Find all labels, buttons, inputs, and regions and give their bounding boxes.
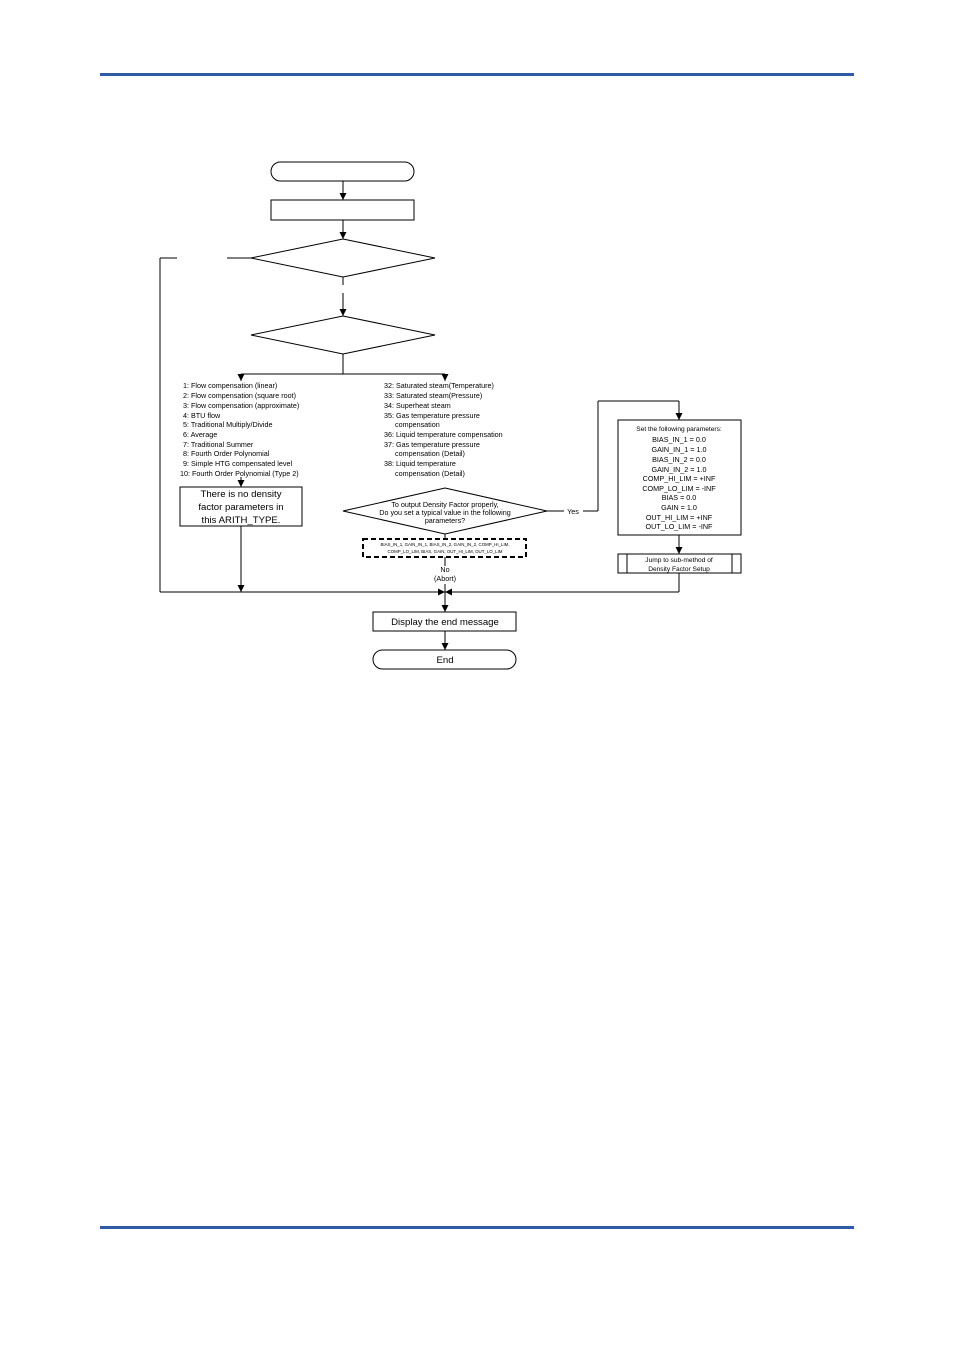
left-group-item: 3: Flow compensation (approximate) — [183, 401, 299, 410]
header-rule — [100, 73, 854, 76]
set-param-line: COMP_LO_LIM = -INF — [642, 484, 716, 493]
no-density-box — [179, 486, 303, 527]
jump-line: Density Factor Setup — [648, 566, 710, 573]
left-group-item: 5: Traditional Multiply/Divide — [183, 420, 272, 429]
no-density-line: this ARITH_TYPE. — [202, 515, 281, 526]
no-density-text: There is no density factor parameters in… — [198, 489, 283, 526]
param-list-line: BIAS_IN_1, GAIN_IN_1, BIAS_IN_2, GAIN_IN… — [380, 542, 509, 547]
param-list-line: COMP_LO_LIM, BIAS, GAIN, OUT_HI_LIM, OUT… — [388, 549, 503, 554]
right-group-item: 33: Saturated steam(Pressure) — [384, 391, 482, 400]
yes-label: Yes — [567, 507, 579, 516]
right-group-item: 38: Liquid temperature — [384, 459, 456, 468]
set-params-text: Set the following parameters: BIAS_IN_1 … — [636, 426, 722, 531]
question-text: To output Density Factor properly, Do yo… — [379, 500, 510, 525]
right-group-list: 32: Saturated steam(Temperature) 33: Sat… — [384, 381, 503, 478]
set-param-line: BIAS = 0.0 — [662, 493, 697, 502]
right-group-item: 37: Gas temperature pressure — [384, 440, 480, 449]
end-message-label: Display the end message — [391, 617, 499, 628]
left-group-item: 7: Traditional Summer — [183, 440, 254, 449]
set-param-line: BIAS_IN_1 = 0.0 — [652, 435, 706, 444]
no-density-line: There is no density — [200, 489, 281, 500]
end-label: End — [436, 655, 453, 666]
set-param-line: GAIN = 1.0 — [661, 503, 697, 512]
set-param-line: BIAS_IN_2 = 0.0 — [652, 455, 706, 464]
left-group-item: 10: Fourth Order Polynomial (Type 2) — [180, 469, 299, 478]
question-line: parameters? — [425, 516, 465, 525]
set-params-box — [617, 419, 742, 536]
right-group-item: 35: Gas temperature pressure — [384, 411, 480, 420]
abort-label: (Abort) — [434, 574, 456, 583]
end-terminator — [372, 649, 517, 670]
no-density-line: factor parameters in — [198, 502, 283, 513]
right-group-item: compensation (Detail) — [395, 449, 465, 458]
param-list-text: BIAS_IN_1, GAIN_IN_1, BIAS_IN_2, GAIN_IN… — [380, 542, 509, 554]
set-param-line: COMP_HI_LIM = +INF — [643, 474, 716, 483]
question-line: Do you set a typical value in the follow… — [379, 508, 510, 517]
question-line: To output Density Factor properly, — [391, 500, 498, 509]
right-group-item: compensation (Detail) — [395, 469, 465, 478]
right-group-item: 36: Liquid temperature compensation — [384, 430, 503, 439]
set-param-line: GAIN_IN_1 = 1.0 — [652, 445, 707, 454]
set-param-line: GAIN_IN_2 = 1.0 — [652, 465, 707, 474]
left-group-item: 8: Fourth Order Polynomial — [183, 449, 270, 458]
right-group-item: 32: Saturated steam(Temperature) — [384, 381, 494, 390]
left-group-item: 4: BTU flow — [183, 411, 221, 420]
no-label: No — [440, 565, 449, 574]
decision-2 — [250, 315, 436, 355]
right-group-item: 34: Superheat steam — [384, 401, 451, 410]
jump-line: Jump to sub-method of — [645, 557, 713, 564]
left-group-item: 9: Simple HTG compensated level — [183, 459, 292, 468]
set-params-title: Set the following parameters: — [636, 426, 722, 433]
jump-text: Jump to sub-method of Density Factor Set… — [645, 557, 713, 573]
set-param-line: OUT_LO_LIM = -INF — [646, 522, 714, 531]
left-group-item: 2: Flow compensation (square root) — [183, 391, 296, 400]
right-group-item: compensation — [395, 420, 440, 429]
start-terminator — [270, 161, 415, 182]
decision-1 — [250, 238, 436, 278]
left-group-list: 1: Flow compensation (linear) 2: Flow co… — [180, 381, 299, 478]
left-group-item: 6: Average — [183, 430, 217, 439]
first-process-box — [270, 199, 415, 221]
footer-rule — [100, 1226, 854, 1229]
set-param-line: OUT_HI_LIM = +INF — [646, 513, 713, 522]
left-group-item: 1: Flow compensation (linear) — [183, 381, 277, 390]
